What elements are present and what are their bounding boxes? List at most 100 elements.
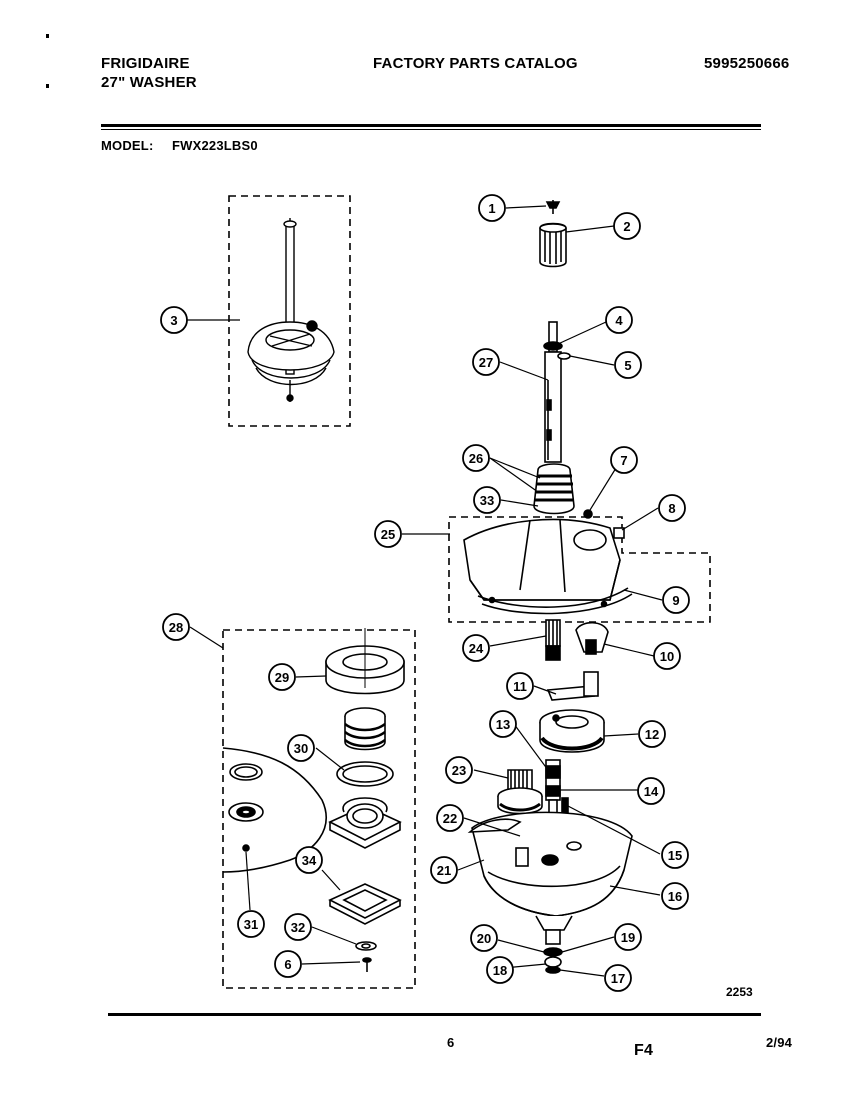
callout-33: 33 <box>473 486 501 514</box>
callout-28-label: 28 <box>169 620 183 635</box>
callout-9-label: 9 <box>672 593 679 608</box>
group-box-25 <box>448 516 711 623</box>
callout-8: 8 <box>658 494 686 522</box>
callout-11-label: 11 <box>513 679 527 694</box>
callout-7: 7 <box>610 446 638 474</box>
catalog-number: 5995250666 <box>704 55 790 72</box>
callout-17: 17 <box>604 964 632 992</box>
model-label: MODEL: <box>101 138 154 153</box>
callout-18-label: 18 <box>493 963 507 978</box>
callouts: 1 2 3 4 5 27 26 7 8 33 25 9 28 24 10 29 … <box>160 194 690 992</box>
tub-seal-29 <box>325 628 405 695</box>
washer-ring-30 <box>336 761 394 787</box>
footer-rule <box>108 1013 761 1016</box>
callout-5-label: 5 <box>624 358 631 373</box>
callout-10-label: 10 <box>660 649 674 664</box>
callout-13: 13 <box>489 710 517 738</box>
callout-34: 34 <box>295 846 323 874</box>
snap-ring-detail <box>228 763 264 852</box>
revision-date: 2/94 <box>766 1035 793 1050</box>
margin-mark <box>46 34 49 38</box>
callout-31-label: 31 <box>244 917 258 932</box>
pinion-gear-24 <box>545 619 561 661</box>
spring-seal <box>344 707 386 751</box>
callout-1-label: 1 <box>488 201 495 216</box>
callout-24: 24 <box>462 634 490 662</box>
drive-gear-12 <box>539 709 605 753</box>
callout-14: 14 <box>637 777 665 805</box>
callout-23: 23 <box>445 756 473 784</box>
callout-22-label: 22 <box>443 811 457 826</box>
callout-27-label: 27 <box>479 355 493 370</box>
callout-22: 22 <box>436 804 464 832</box>
margin-mark <box>46 84 49 88</box>
callout-12-label: 12 <box>645 727 659 742</box>
spin-tube-shaft <box>533 321 575 515</box>
bearing-seal-insert <box>328 797 402 849</box>
callout-6-label: 6 <box>284 957 291 972</box>
page-number: 6 <box>447 1035 455 1050</box>
callout-27: 27 <box>472 348 500 376</box>
header-rule-thin <box>101 129 761 130</box>
callout-17-label: 17 <box>611 971 625 986</box>
callout-11: 11 <box>506 672 534 700</box>
callout-6: 6 <box>274 950 302 978</box>
model-value: FWX223LBS0 <box>172 138 258 153</box>
callout-25-label: 25 <box>381 527 395 542</box>
callout-32-label: 32 <box>291 920 305 935</box>
callout-28: 28 <box>162 613 190 641</box>
callout-4-label: 4 <box>615 313 623 328</box>
callout-3: 3 <box>160 306 188 334</box>
callout-4: 4 <box>605 306 633 334</box>
callout-8-label: 8 <box>668 501 675 516</box>
group-box-28 <box>222 629 416 989</box>
crank-11 <box>546 671 599 701</box>
callout-2: 2 <box>613 212 641 240</box>
header-rule <box>101 124 761 127</box>
catalog-title: FACTORY PARTS CATALOG <box>373 55 578 72</box>
callout-19: 19 <box>614 923 642 951</box>
gasket-34 <box>328 883 402 925</box>
agitator-shaft-assembly <box>247 218 335 402</box>
callout-23-label: 23 <box>452 763 466 778</box>
gear-23 <box>497 769 543 815</box>
callout-1: 1 <box>478 194 506 222</box>
gearcase-housing <box>467 811 633 974</box>
callout-2-label: 2 <box>623 219 630 234</box>
callout-20-label: 20 <box>477 931 491 946</box>
callout-10: 10 <box>653 642 681 670</box>
callout-15-label: 15 <box>668 848 682 863</box>
figure-id: F4 <box>634 1042 654 1059</box>
brand-name: FRIGIDAIRE <box>101 55 190 72</box>
callout-25: 25 <box>374 520 402 548</box>
callout-15: 15 <box>661 841 689 869</box>
detail-inset-arc <box>222 747 327 873</box>
shift-fork-10 <box>575 621 609 655</box>
group-box-3 <box>228 195 351 427</box>
callout-16: 16 <box>661 882 689 910</box>
figure-code: 2253 <box>726 985 753 999</box>
callout-13-label: 13 <box>496 717 510 732</box>
callout-29-label: 29 <box>275 670 289 685</box>
callout-26-label: 26 <box>469 451 483 466</box>
callout-9: 9 <box>662 586 690 614</box>
product-name: 27" WASHER <box>101 74 197 91</box>
callout-3-label: 3 <box>170 313 177 328</box>
callout-31: 31 <box>237 910 265 938</box>
callout-24-label: 24 <box>469 641 484 656</box>
callout-33-label: 33 <box>480 493 494 508</box>
callout-16-label: 16 <box>668 889 682 904</box>
callout-20: 20 <box>470 924 498 952</box>
callout-29: 29 <box>268 663 296 691</box>
screw-part-1 <box>545 200 561 214</box>
callout-21: 21 <box>430 856 458 884</box>
callout-21-label: 21 <box>437 863 451 878</box>
callout-18: 18 <box>486 956 514 984</box>
callout-26: 26 <box>462 444 490 472</box>
callout-14-label: 14 <box>644 784 659 799</box>
callout-5: 5 <box>614 351 642 379</box>
callout-12: 12 <box>638 720 666 748</box>
callout-34-label: 34 <box>302 853 317 868</box>
